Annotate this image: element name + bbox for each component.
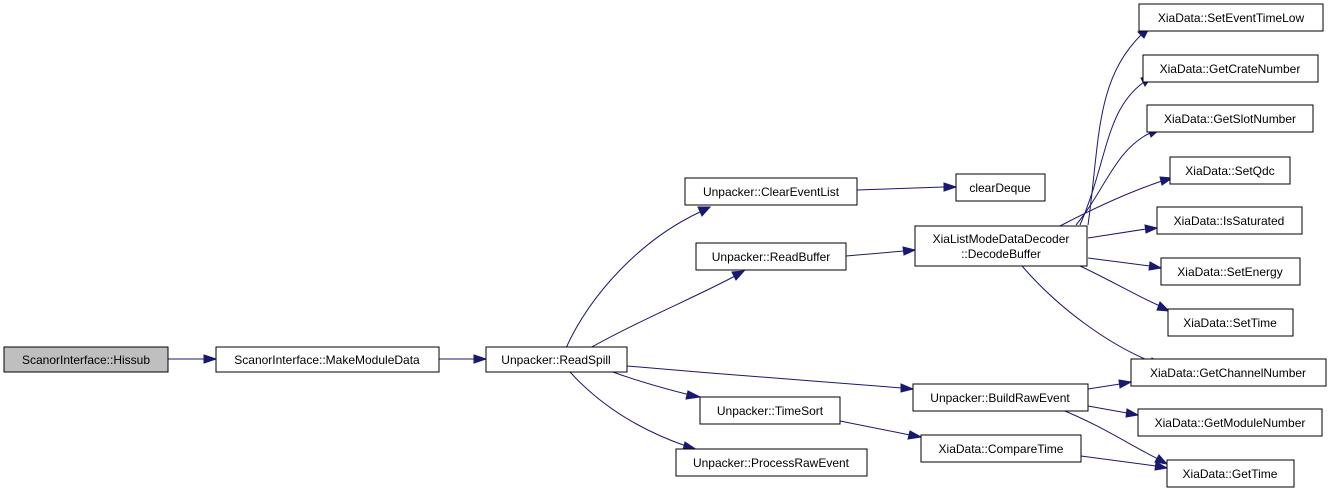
- node-readbuffer-label: Unpacker::ReadBuffer: [712, 250, 831, 264]
- node-buildrawevent-label: Unpacker::BuildRawEvent: [930, 391, 1070, 405]
- node-cleardeque[interactable]: clearDeque: [955, 173, 1046, 202]
- node-hissub[interactable]: ScanorInterface::Hissub: [3, 346, 169, 373]
- node-makemoduledata[interactable]: ScanorInterface::MakeModuleData: [215, 346, 440, 373]
- node-processrawevent[interactable]: Unpacker::ProcessRawEvent: [675, 448, 868, 477]
- node-readspill[interactable]: Unpacker::ReadSpill: [485, 346, 628, 373]
- node-seteventtimelow[interactable]: XiaData::SetEventTimeLow: [1138, 3, 1324, 32]
- edge-buildrawevent-to-getchannelnumber: [1087, 379, 1133, 390]
- node-buildrawevent[interactable]: Unpacker::BuildRawEvent: [912, 383, 1089, 412]
- node-cleareventlist[interactable]: Unpacker::ClearEventList: [684, 177, 858, 206]
- edge-readspill-to-processrawevent: [569, 371, 699, 451]
- node-getcratenumber[interactable]: XiaData::GetCrateNumber: [1142, 54, 1319, 83]
- node-gettime[interactable]: XiaData::GetTime: [1166, 459, 1295, 488]
- node-hissub-label: ScanorInterface::Hissub: [22, 353, 150, 367]
- node-getcratenumber-label: XiaData::GetCrateNumber: [1160, 62, 1301, 76]
- node-comparetime[interactable]: XiaData::CompareTime: [920, 434, 1082, 463]
- edge-decodebuffer-to-setqdc: [1059, 176, 1174, 227]
- edge-decodebuffer-to-seteventtimelow: [1087, 27, 1151, 226]
- edge-timesort-to-comparetime: [839, 420, 923, 440]
- node-setenergy[interactable]: XiaData::SetEnergy: [1160, 257, 1301, 286]
- edge-decodebuffer-to-issaturated: [1087, 224, 1159, 239]
- edge-readbuffer-to-decodebuffer: [845, 246, 917, 257]
- node-issaturated[interactable]: XiaData::IsSaturated: [1156, 206, 1303, 235]
- node-getslotnumber-label: XiaData::GetSlotNumber: [1164, 112, 1296, 126]
- node-getmodulenumber-label: XiaData::GetModuleNumber: [1155, 416, 1306, 430]
- edge-readspill-to-cleareventlist: [565, 206, 712, 349]
- edge-buildrawevent-to-gettime: [1059, 408, 1169, 465]
- node-getmodulenumber[interactable]: XiaData::GetModuleNumber: [1137, 408, 1323, 437]
- node-getslotnumber[interactable]: XiaData::GetSlotNumber: [1146, 104, 1314, 133]
- edge-buildrawevent-to-getmodulenumber: [1087, 405, 1140, 418]
- edge-cleareventlist-to-cleardeque: [856, 182, 958, 192]
- node-decodebuffer[interactable]: XiaListModeDataDecoder ::DecodeBuffer: [914, 225, 1088, 267]
- edge-decodebuffer-to-setenergy: [1087, 257, 1163, 271]
- edge-hissub-to-makemoduledata: [168, 354, 218, 364]
- node-cleareventlist-label: Unpacker::ClearEventList: [703, 185, 840, 199]
- edge-decodebuffer-to-getchannelnumber: [1021, 265, 1164, 367]
- node-gettime-label: XiaData::GetTime: [1183, 467, 1278, 481]
- edge-readspill-to-timesort: [609, 370, 702, 400]
- node-seteventtimelow-label: XiaData::SetEventTimeLow: [1158, 11, 1305, 25]
- edge-makemoduledata-to-readspill: [439, 354, 488, 364]
- node-setenergy-label: XiaData::SetEnergy: [1177, 265, 1282, 279]
- node-makemoduledata-label: ScanorInterface::MakeModuleData: [234, 353, 420, 367]
- node-comparetime-label: XiaData::CompareTime: [939, 442, 1064, 456]
- node-processrawevent-label: Unpacker::ProcessRawEvent: [693, 456, 850, 470]
- node-decodebuffer-line1: XiaListModeDataDecoder: [933, 232, 1070, 246]
- node-readspill-label: Unpacker::ReadSpill: [501, 353, 610, 367]
- node-getchannelnumber-label: XiaData::GetChannelNumber: [1150, 366, 1306, 380]
- edge-comparetime-to-gettime: [1080, 455, 1169, 471]
- node-decodebuffer-line2: ::DecodeBuffer: [961, 247, 1041, 261]
- edge-decodebuffer-to-getslotnumber: [1075, 128, 1162, 226]
- node-timesort-label: Unpacker::TimeSort: [717, 404, 824, 418]
- node-readbuffer[interactable]: Unpacker::ReadBuffer: [695, 242, 847, 271]
- node-getchannelnumber[interactable]: XiaData::GetChannelNumber: [1130, 358, 1327, 387]
- edge-readspill-to-buildrawevent: [626, 365, 915, 393]
- node-setqdc[interactable]: XiaData::SetQdc: [1169, 156, 1291, 185]
- node-issaturated-label: XiaData::IsSaturated: [1174, 214, 1285, 228]
- edge-readspill-to-readbuffer: [589, 270, 746, 349]
- node-setqdc-label: XiaData::SetQdc: [1185, 164, 1274, 178]
- node-settime[interactable]: XiaData::SetTime: [1167, 308, 1294, 337]
- edge-decodebuffer-to-settime: [1079, 265, 1171, 312]
- node-settime-label: XiaData::SetTime: [1183, 316, 1277, 330]
- node-cleardeque-label: clearDeque: [969, 181, 1031, 195]
- node-timesort[interactable]: Unpacker::TimeSort: [699, 396, 841, 425]
